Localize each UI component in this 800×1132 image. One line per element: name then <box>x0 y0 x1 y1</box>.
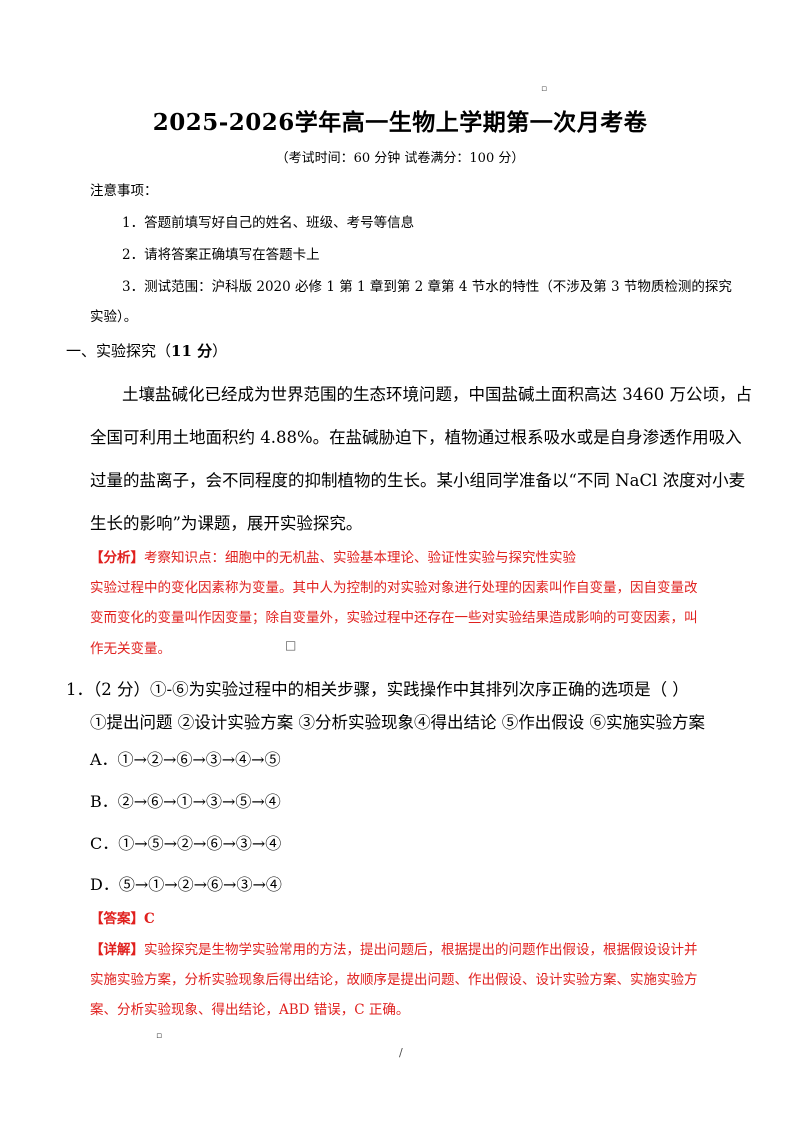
question-steps: ①提出问题 ②设计实验方案 ③分析实验现象④得出结论 ⑤作出假设 ⑥实施实验方案 <box>90 713 705 732</box>
analysis-tag: 【分析】 <box>90 550 144 566</box>
answer: 【答案】C <box>90 907 155 927</box>
detail-line: 案、分析实验现象、得出结论，ABD 错误，C 正确。 <box>90 1002 410 1018</box>
option-c: C．①→⑤→②→⑥→③→④ <box>90 834 282 853</box>
option-d: D．⑤→①→②→⑥→③→④ <box>90 875 282 894</box>
notice-item: 1．答题前填写好自己的姓名、班级、考号等信息 <box>122 215 415 231</box>
analysis-line: 变而变化的变量叫作因变量；除自变量外，实验过程中还存在一些对实验结果造成影响的可… <box>90 610 698 626</box>
exam-info: （考试时间：60 分钟 试卷满分：100 分） <box>275 151 525 166</box>
page-separator: / <box>399 1046 403 1059</box>
notice-item: 3．测试范围：沪科版 2020 必修 1 第 1 章到第 2 章第 4 节水的特… <box>122 279 732 295</box>
option-a: A．①→②→⑥→③→④→⑤ <box>90 750 281 769</box>
section-heading: 一、实验探究（11 分） <box>66 340 227 361</box>
passage-line: 生长的影响”为课题，展开实验探究。 <box>90 514 363 533</box>
analysis-first-line: 【分析】考察知识点：细胞中的无机盐、实验基本理论、验证性实验与探究性实验 <box>90 546 576 566</box>
question-stem: 1．（2 分）①-⑥为实验过程中的相关步骤，实践操作中其排列次序正确的选项是（ … <box>66 680 689 699</box>
detail-line: 实施实验方案，分析实验现象后得出结论，故顺序是提出问题、作出假设、设计实验方案、… <box>90 972 698 988</box>
section-score: 11 分 <box>171 342 213 360</box>
page-title: 2025-2026学年高一生物上学期第一次月考卷 <box>152 109 648 136</box>
notice-item: 实验）。 <box>90 309 138 325</box>
analysis-line: 作无关变量。 <box>90 641 171 657</box>
analysis-end-mark: □ <box>285 638 297 652</box>
notice-heading: 注意事项： <box>90 183 158 199</box>
header-mark: ▫ <box>541 84 548 94</box>
passage-line: 全国可利用土地面积约 4.88%。在盐碱胁迫下，植物通过根系吸水或是自身渗透作用… <box>90 428 742 447</box>
footer-mark: ▫ <box>156 1031 163 1041</box>
passage-line: 过量的盐离子，会不同程度的抑制植物的生长。某小组同学准备以“不同 NaCl 浓度… <box>90 471 746 490</box>
detail-first-line: 【详解】实验探究是生物学实验常用的方法，提出问题后，根据提出的问题作出假设，根据… <box>90 938 698 958</box>
answer-value: C <box>144 911 155 927</box>
detail-line: 实验探究是生物学实验常用的方法，提出问题后，根据提出的问题作出假设，根据假设设计… <box>144 942 698 958</box>
notice-item: 2．请将答案正确填写在答题卡上 <box>122 247 320 263</box>
section-title-prefix: 一、实验探究（ <box>66 342 172 360</box>
answer-tag: 【答案】 <box>90 911 144 927</box>
section-title-suffix: ） <box>212 342 228 360</box>
option-b: B．②→⑥→①→③→⑤→④ <box>90 792 281 811</box>
analysis-line: 实验过程中的变化因素称为变量。其中人为控制的对实验对象进行处理的因素叫作自变量，… <box>90 580 698 596</box>
analysis-line: 考察知识点：细胞中的无机盐、实验基本理论、验证性实验与探究性实验 <box>144 550 576 566</box>
detail-tag: 【详解】 <box>90 942 144 958</box>
passage-line: 土壤盐碱化已经成为世界范围的生态环境问题，中国盐碱土面积高达 3460 万公顷，… <box>122 385 752 404</box>
